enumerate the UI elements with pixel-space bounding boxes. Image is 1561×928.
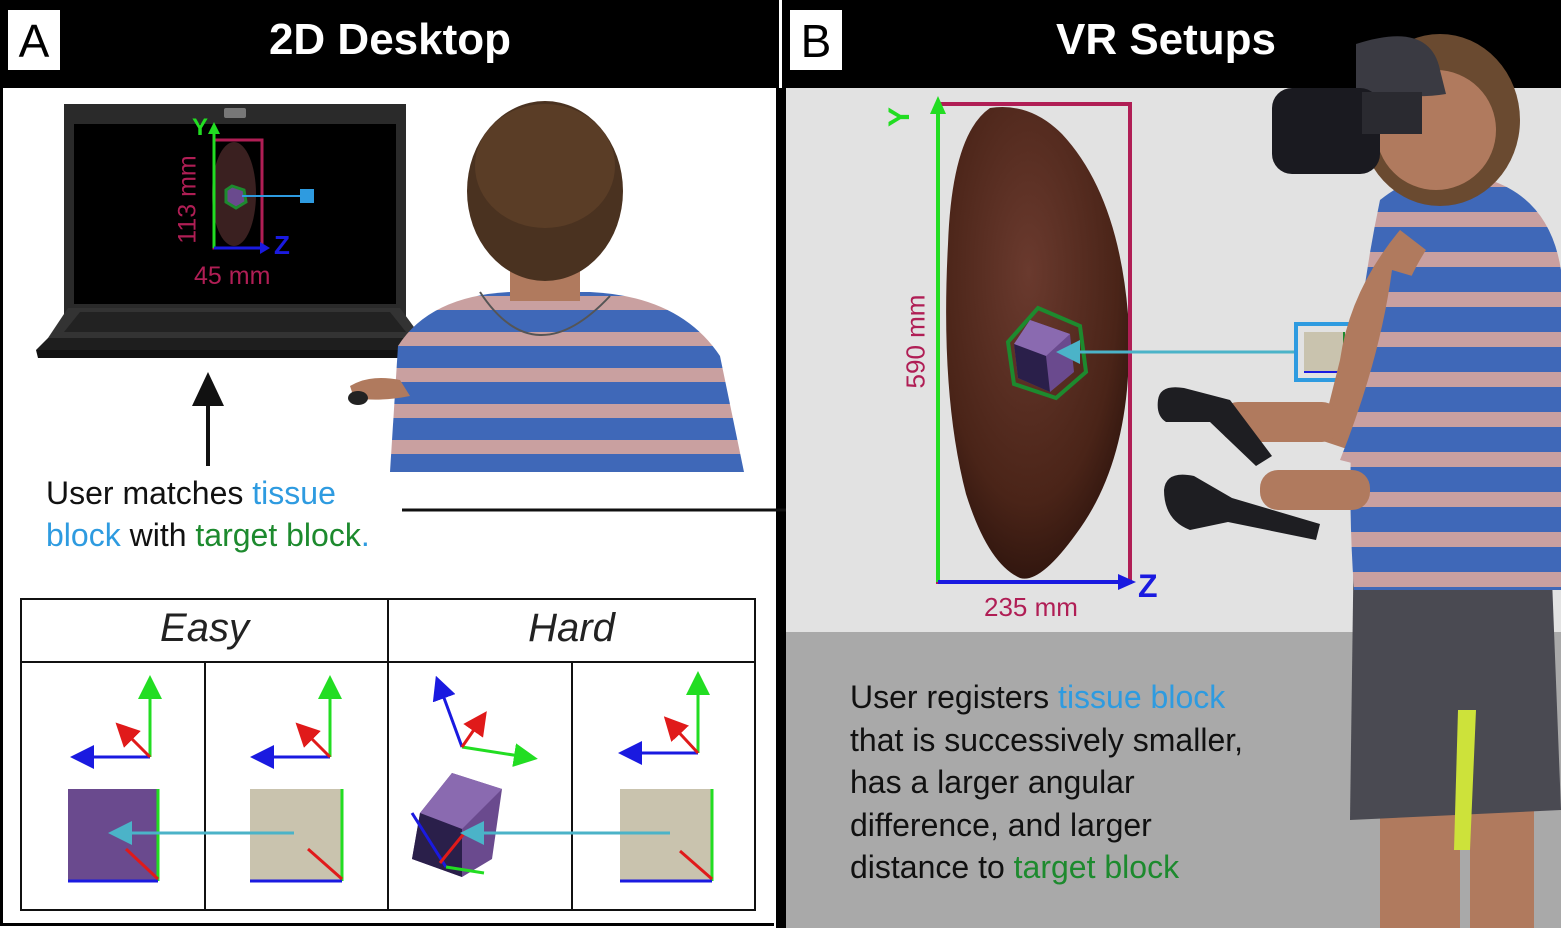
- caption-b-line-2: that is successively smaller,: [850, 721, 1244, 758]
- difficulty-illustrations: [68, 671, 714, 883]
- panel-a-letter: A: [8, 10, 60, 70]
- vr-z-axis-label: Z: [1138, 568, 1158, 604]
- caption-a-text-1: User matches: [46, 475, 253, 511]
- panel-b-letter: B: [790, 10, 842, 70]
- screen-height-label: 113 mm: [173, 155, 202, 244]
- caption-a-text-2: with: [120, 517, 196, 553]
- table-header-easy: Easy: [160, 606, 249, 650]
- caption-b-tissue-block: tissue block: [1058, 679, 1226, 715]
- caption-b-target-block: target block: [1013, 849, 1180, 885]
- table-hard-divider: [571, 661, 573, 911]
- caption-b-line-5: distance to: [850, 849, 1014, 885]
- vr-user-illustration: [1157, 34, 1561, 928]
- panel-divider-line: [779, 0, 782, 88]
- vr-height-label: 590 mm: [900, 294, 931, 389]
- panel-b-title: VR Setups: [1055, 15, 1277, 64]
- vr-width-label: 235 mm: [984, 592, 1078, 622]
- laptop-screen-content: [208, 122, 314, 254]
- up-arrow: [192, 372, 224, 466]
- table-easy-divider: [204, 661, 206, 911]
- vr-y-axis-label: Y: [883, 106, 917, 128]
- caption-b-line-3: has a larger angular: [850, 764, 1135, 800]
- easy-tissue-cell: [108, 675, 344, 883]
- caption-a-period: .: [360, 517, 370, 553]
- easy-target-cell: [68, 675, 162, 883]
- table-header-hard: Hard: [528, 606, 615, 650]
- panel-a-frame: [0, 88, 774, 926]
- hard-tissue-cell: [460, 671, 714, 883]
- hard-target-cell: [410, 675, 538, 877]
- table-mid-divider: [387, 598, 389, 911]
- panel-a-header: [0, 0, 776, 88]
- screen-width-label: 45 mm: [194, 262, 271, 290]
- panel-b-caption: User registers tissue block that is succ…: [850, 676, 1320, 889]
- panel-divider: [776, 0, 786, 928]
- seated-user-illustration: [348, 101, 744, 472]
- caption-a-tissue: tissue: [252, 475, 336, 511]
- caption-a-target: target block: [195, 517, 361, 553]
- panel-a-title: 2D Desktop: [268, 15, 512, 64]
- panel-a-caption: User matches tissue block with target bl…: [46, 472, 426, 556]
- screen-z-axis-label: Z: [274, 230, 290, 260]
- caption-b-line-4: difference, and larger: [850, 806, 1152, 843]
- vr-organ-model: [930, 96, 1136, 590]
- caption-b-text-1: User registers: [850, 679, 1059, 715]
- screen-y-axis-label: Y: [192, 114, 209, 141]
- caption-a-block: block: [46, 517, 121, 553]
